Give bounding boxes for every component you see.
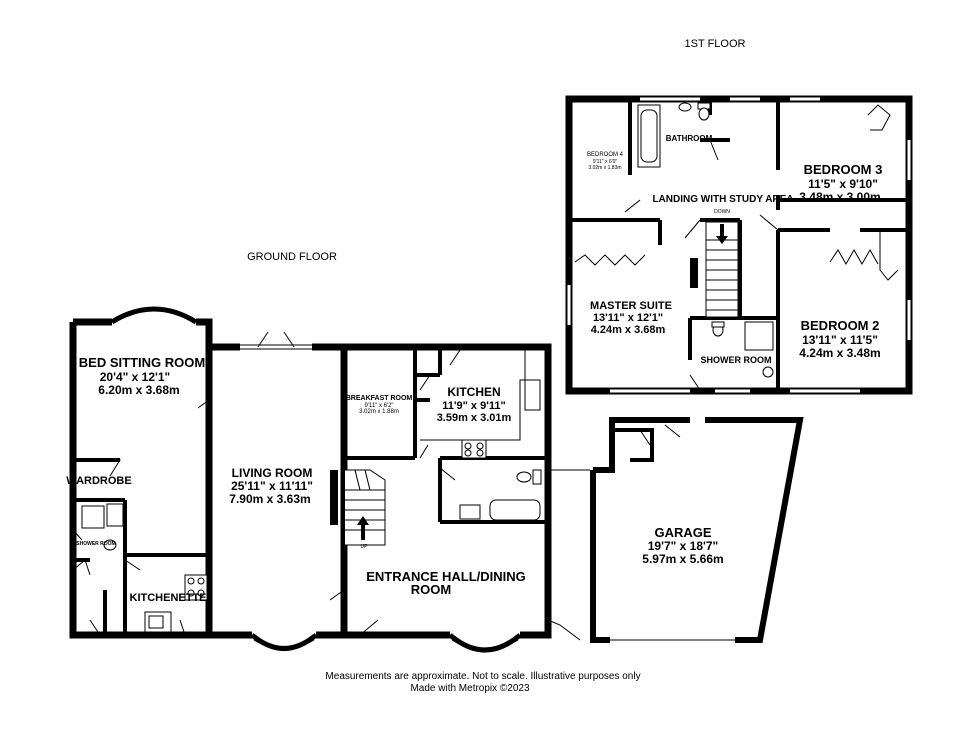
room-imperial-living: 25'11" x 11'11": [231, 479, 313, 493]
room-imperial-bedroom2: 13'11" x 11'5": [802, 333, 878, 347]
room-name-living: LIVING ROOM: [232, 466, 313, 480]
bay-window-bed-sitting: [110, 306, 198, 325]
room-imperial-breakfast: 9'11" x 6'2": [364, 403, 393, 409]
garage: [590, 417, 804, 643]
room-metric-bedroom3: 3.48m x 3.00m: [799, 190, 880, 204]
room-name-wardrobe: WARDROBE: [66, 475, 131, 487]
stairs-up-label: UP: [361, 544, 369, 550]
room-name-bathroom: BATHROOM: [666, 134, 713, 143]
wardrobe-doors-ff: [574, 104, 899, 281]
stairs-down-label: DOWN: [714, 209, 730, 215]
room-metric-living: 7.90m x 3.63m: [229, 492, 310, 506]
kitchen-units: [81, 349, 545, 633]
room-name-shower-room-ff: SHOWER ROOM: [701, 355, 772, 365]
room-metric-master: 4.24m x 3.68m: [591, 324, 666, 336]
ground-floor-stairs: [330, 469, 386, 546]
room-name-bedroom4: BEDROOM 4: [587, 152, 624, 158]
room-imperial-kitchen: 11'9" x 9'11": [442, 400, 505, 412]
ground-floor-title: GROUND FLOOR: [247, 251, 337, 263]
room-imperial-bedroom3: 11'5" x 9'10": [808, 177, 878, 191]
footer-credit: Made with Metropix ©2023: [410, 683, 530, 694]
footer-disclaimer: Measurements are approximate. Not to sca…: [325, 671, 640, 682]
room-name-bedroom2: BEDROOM 2: [801, 318, 880, 333]
room-metric-kitchen: 3.59m x 3.01m: [437, 412, 512, 424]
room-name-bed-sitting: BED SITTING ROOM: [79, 355, 205, 370]
room-metric-bedroom4: 3.02m x 1.83m: [588, 165, 621, 171]
bay-window-living: [250, 633, 318, 651]
first-floor-stairs: [690, 221, 739, 318]
room-imperial-bedroom4: 9'11" x 6'0": [593, 159, 617, 165]
room-imperial-bed-sitting: 20'4" x 12'1": [100, 370, 170, 384]
room-metric-bed-sitting: 6.20m x 3.68m: [98, 383, 179, 397]
ground-floor: [69, 306, 590, 653]
room-metric-breakfast: 3.02m x 1.88m: [359, 409, 399, 415]
room-name-entrance-line1: ENTRANCE HALL/DINING: [366, 569, 526, 584]
room-name-entrance-line2: ROOM: [411, 582, 451, 597]
first-floor-title: 1ST FLOOR: [685, 38, 746, 50]
room-name-shower-room-gf: SHOWER ROOM: [76, 541, 115, 547]
room-metric-bedroom2: 4.24m x 3.48m: [799, 346, 880, 360]
room-name-breakfast: BREAKFAST ROOM: [346, 395, 413, 402]
room-name-bedroom3: BEDROOM 3: [804, 162, 883, 177]
room-imperial-garage: 19'7" x 18'7": [648, 539, 718, 553]
room-name-kitchenette: KITCHENETTE: [130, 592, 207, 604]
room-name-landing: LANDING WITH STUDY AREA: [652, 194, 793, 205]
room-name-master: MASTER SUITE: [590, 300, 672, 312]
bathroom-fittings: [637, 102, 774, 378]
room-metric-garage: 5.97m x 5.66m: [642, 552, 723, 566]
room-name-garage: GARAGE: [654, 525, 711, 540]
room-name-kitchen: KITCHEN: [447, 385, 500, 399]
first-floor: [565, 95, 913, 395]
bay-window-entrance: [448, 633, 522, 653]
room-imperial-master: 13'11" x 12'1": [593, 312, 663, 324]
